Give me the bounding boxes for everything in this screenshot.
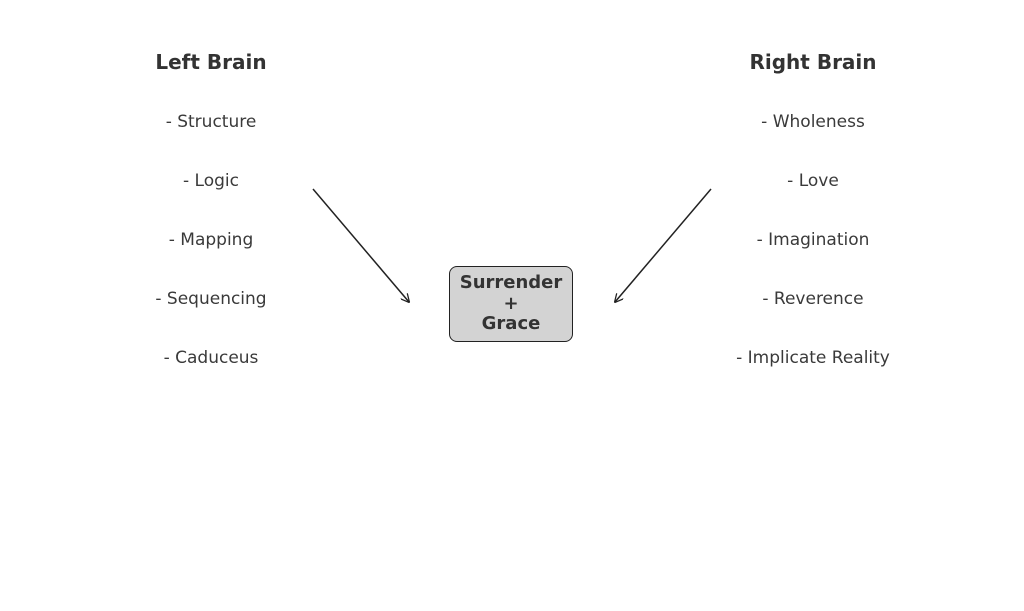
surrender-grace-box: Surrender + Grace	[449, 266, 573, 342]
right-brain-item: - Love	[787, 171, 839, 191]
right-brain-item: - Imagination	[756, 230, 870, 250]
center-line-surrender: Surrender	[459, 272, 563, 294]
center-line-grace: Grace	[481, 313, 541, 335]
right-brain-item: - Reverence	[762, 289, 864, 309]
left-brain-title: Left Brain	[155, 50, 267, 74]
left-brain-item: - Caduceus	[163, 348, 259, 368]
right-brain-title: Right Brain	[749, 50, 877, 74]
left-brain-item: - Structure	[165, 112, 257, 132]
left-brain-item: - Logic	[183, 171, 239, 191]
left-brain-item: - Sequencing	[155, 289, 267, 309]
right-brain-item: - Wholeness	[761, 112, 865, 132]
right-brain-item: - Implicate Reality	[736, 348, 890, 368]
center-line-plus: +	[503, 292, 519, 314]
left-brain-item: - Mapping	[168, 230, 254, 250]
